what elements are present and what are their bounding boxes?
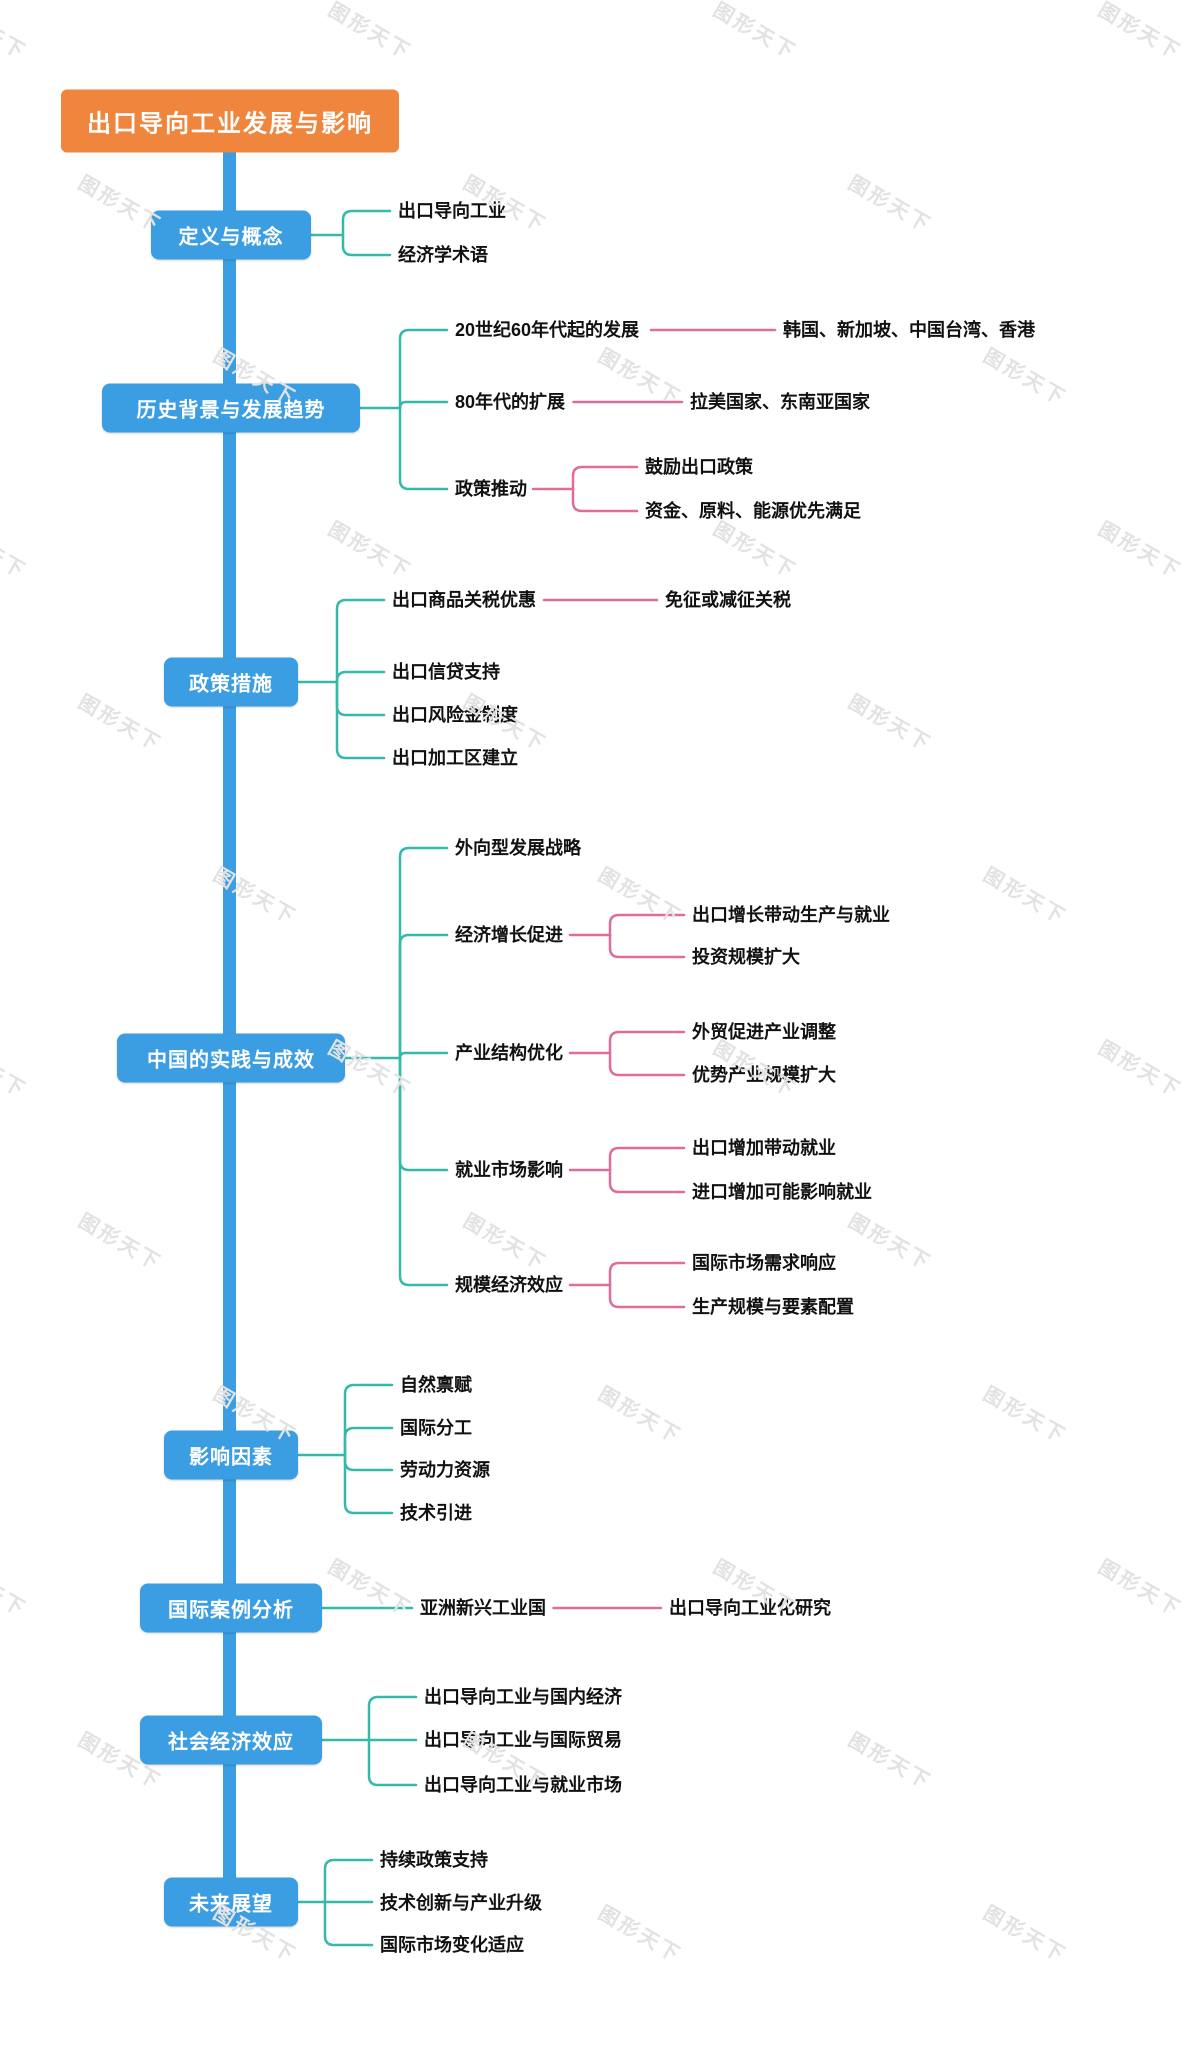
branch-node[interactable]: 历史背景与发展趋势 — [102, 383, 360, 433]
leaf-node[interactable]: 产业结构优化 — [455, 1043, 563, 1063]
connector-line — [398, 1056, 449, 1287]
connector-line — [341, 233, 392, 257]
connector-line — [608, 1261, 686, 1287]
connector-line — [335, 598, 386, 684]
connector-line — [398, 1051, 449, 1060]
leaf-node[interactable]: 技术引进 — [400, 1503, 472, 1523]
leaf-node[interactable]: 出口导向工业与就业市场 — [424, 1775, 622, 1795]
sub-leaf-node[interactable]: 进口增加可能影响就业 — [692, 1182, 872, 1202]
sub-leaf-node[interactable]: 免征或减征关税 — [665, 590, 791, 610]
connector-line — [323, 1900, 374, 1947]
leaf-node[interactable]: 劳动力资源 — [400, 1460, 490, 1480]
leaf-node[interactable]: 规模经济效应 — [455, 1275, 563, 1295]
branch-node[interactable]: 社会经济效应 — [140, 1715, 322, 1765]
connector-line — [398, 1056, 449, 1172]
leaf-node[interactable]: 自然禀赋 — [400, 1375, 472, 1395]
branch-node[interactable]: 定义与概念 — [151, 210, 311, 260]
connector-line — [608, 1168, 686, 1194]
sub-leaf-node[interactable]: 拉美国家、东南亚国家 — [690, 392, 870, 412]
leaf-node[interactable]: 持续政策支持 — [380, 1850, 488, 1870]
connector-line — [398, 400, 449, 410]
leaf-node[interactable]: 20世纪60年代起的发展 — [455, 320, 640, 340]
connector-line — [608, 1283, 686, 1309]
leaf-node[interactable]: 出口导向工业 — [398, 201, 506, 221]
sub-leaf-node[interactable]: 优势产业规模扩大 — [692, 1065, 836, 1085]
sub-leaf-node[interactable]: 外贸促进产业调整 — [692, 1022, 836, 1042]
connector-line — [341, 209, 392, 237]
leaf-node[interactable]: 80年代的扩展 — [455, 392, 566, 412]
sub-leaf-node[interactable]: 国际市场需求响应 — [692, 1253, 836, 1273]
leaf-node[interactable]: 出口商品关税优惠 — [392, 590, 536, 610]
sub-leaf-node[interactable]: 投资规模扩大 — [692, 947, 800, 967]
connector-line — [608, 913, 686, 937]
sub-leaf-node[interactable]: 出口增加带动就业 — [692, 1138, 836, 1158]
connector-line — [367, 1738, 418, 1787]
connector-line — [608, 933, 686, 959]
sub-leaf-node[interactable]: 生产规模与要素配置 — [692, 1297, 854, 1317]
branch-node[interactable]: 影响因素 — [164, 1430, 298, 1480]
leaf-node[interactable]: 外向型发展战略 — [455, 838, 581, 858]
connector-line — [343, 1453, 394, 1472]
sub-leaf-node[interactable]: 鼓励出口政策 — [645, 457, 753, 477]
leaf-node[interactable]: 国际市场变化适应 — [380, 1935, 524, 1955]
connector-line — [398, 846, 449, 1060]
connector-line — [335, 670, 386, 684]
leaf-node[interactable]: 技术创新与产业升级 — [380, 1893, 542, 1913]
leaf-node[interactable]: 出口加工区建立 — [392, 748, 518, 768]
connector-line — [367, 1695, 418, 1742]
branch-node[interactable]: 政策措施 — [164, 657, 298, 707]
connector-line — [343, 1383, 394, 1457]
root-node[interactable]: 出口导向工业发展与影响 — [61, 89, 399, 153]
connector-line — [335, 680, 386, 760]
connector-line — [608, 1051, 686, 1077]
sub-leaf-node[interactable]: 资金、原料、能源优先满足 — [645, 501, 861, 521]
leaf-node[interactable]: 出口信贷支持 — [392, 662, 500, 682]
leaf-node[interactable]: 经济学术语 — [398, 245, 488, 265]
branch-node[interactable]: 国际案例分析 — [140, 1583, 322, 1633]
sub-leaf-node[interactable]: 韩国、新加坡、中国台湾、香港 — [783, 320, 1035, 340]
connector-line — [398, 933, 449, 1060]
leaf-node[interactable]: 亚洲新兴工业国 — [420, 1598, 546, 1618]
leaf-node[interactable]: 政策推动 — [455, 479, 527, 499]
leaf-node[interactable]: 出口导向工业与国际贸易 — [424, 1730, 622, 1750]
leaf-node[interactable]: 经济增长促进 — [455, 925, 563, 945]
branch-node[interactable]: 中国的实践与成效 — [117, 1033, 345, 1083]
connector-line — [608, 1030, 686, 1055]
connector-line — [343, 1453, 394, 1515]
connector-line — [571, 465, 639, 491]
connector-line — [398, 406, 449, 491]
leaf-node[interactable]: 出口导向工业与国内经济 — [424, 1687, 622, 1707]
connector-line — [323, 1858, 374, 1904]
connector-line — [398, 328, 449, 410]
connector-line — [608, 1146, 686, 1172]
leaf-node[interactable]: 国际分工 — [400, 1418, 472, 1438]
sub-leaf-node[interactable]: 出口导向工业化研究 — [669, 1598, 831, 1618]
connector-line — [335, 680, 386, 717]
sub-leaf-node[interactable]: 出口增长带动生产与就业 — [692, 905, 890, 925]
connector-line — [571, 487, 639, 513]
connector-line — [343, 1426, 394, 1457]
leaf-node[interactable]: 出口风险金制度 — [392, 705, 518, 725]
branch-node[interactable]: 未来展望 — [164, 1877, 298, 1927]
leaf-node[interactable]: 就业市场影响 — [455, 1160, 563, 1180]
